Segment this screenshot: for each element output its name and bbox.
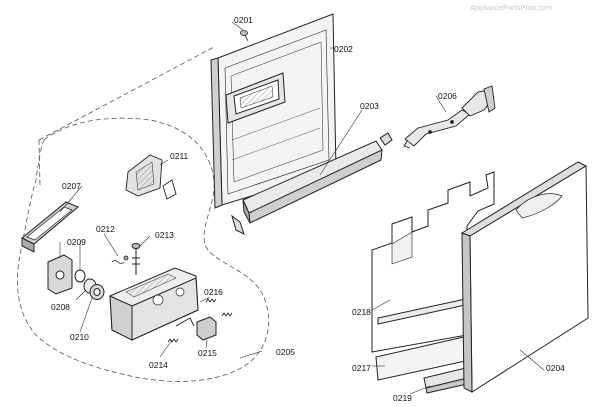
keypad-part: [125, 154, 177, 200]
part-label-0211: 0211: [170, 151, 189, 161]
part-label-0212: 0212: [96, 224, 115, 234]
part-label-0218: 0218: [352, 307, 371, 317]
part-label-0210: 0210: [70, 332, 89, 342]
spring-part: [111, 255, 129, 264]
part-label-0208: 0208: [51, 302, 70, 312]
part-label-0203: 0203: [360, 101, 379, 111]
leader-lines: [59, 21, 545, 395]
control-module-boundary: [17, 46, 270, 382]
part-label-0204: 0204: [546, 363, 565, 373]
part-label-0214: 0214: [149, 360, 168, 370]
rod-part: [131, 243, 141, 275]
lower-door-strip: [231, 132, 393, 235]
part-label-0205: 0205: [276, 347, 295, 357]
part-label-0201: 0201: [234, 15, 253, 25]
display-panel: [21, 201, 79, 253]
part-label-0215: 0215: [198, 348, 217, 358]
part-label-0206: 0206: [438, 91, 457, 101]
control-module: [109, 267, 199, 341]
watermark-text: AppliancePartsPros.com: [470, 3, 553, 12]
part-label-0216: 0216: [204, 287, 223, 297]
actuator-block: [196, 316, 217, 341]
part-label-0207: 0207: [62, 181, 81, 191]
inner-door-panel: [210, 13, 337, 209]
screw-part: [240, 30, 249, 42]
part-label-0217: 0217: [352, 363, 371, 373]
part-label-0202: 0202: [334, 44, 353, 54]
part-label-0209: 0209: [67, 237, 86, 247]
hinge-bracket: [403, 85, 496, 149]
seal-rings: [74, 269, 105, 300]
part-label-0219: 0219: [393, 393, 412, 403]
outer-door-panel: [460, 161, 589, 393]
spring-pair: [205, 298, 233, 317]
lever-springs: [167, 317, 195, 343]
switch-housing: [47, 254, 73, 295]
part-label-0213: 0213: [155, 230, 174, 240]
lower-trim-strip: [375, 297, 477, 381]
